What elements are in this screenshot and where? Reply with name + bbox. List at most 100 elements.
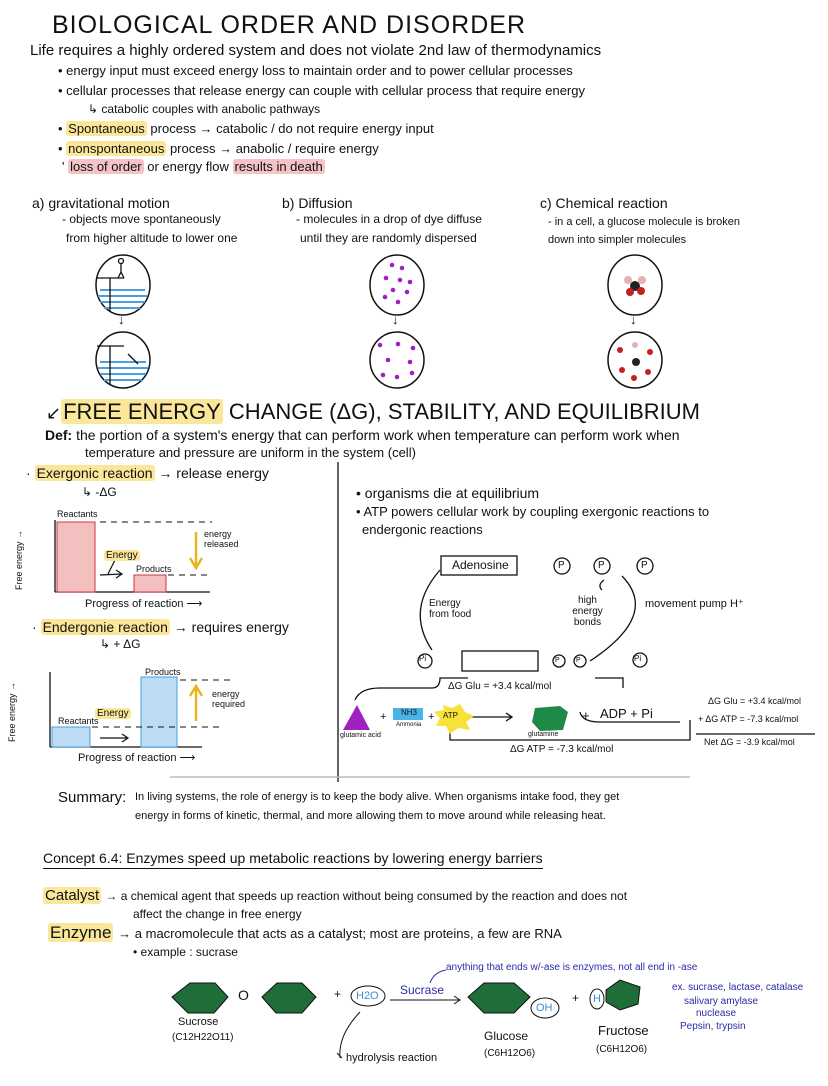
bullet-energy-input: • energy input must exceed energy loss t… [58,63,573,78]
loss-mid: or energy flow [147,159,229,174]
enzyme-example-1: ex. sucrase, lactase, catalase [672,982,804,993]
endergonic-sub: ↳ + ΔG [100,637,141,651]
water-lines [98,289,148,381]
adenosine-label: Adenosine [452,558,509,572]
glutamic-acid-label: glutamic acid [340,732,381,739]
plus-1: + [380,711,387,723]
example-c-line1: - in a cell, a glucose molecule is broke… [548,216,740,228]
sub-bullet-catabolic: ↳ catabolic couples with anabolic pathwa… [88,102,321,116]
section2-title: ↙FREE ENERGY CHANGE (ΔG), STABILITY, AND… [46,399,700,424]
fructose-formula: (C6H12O6) [596,1044,648,1055]
glutamine-label: glutamine [528,731,559,738]
dye-dots [377,262,416,380]
spontaneous-desc: process → catabolic / do not require ene… [150,121,434,136]
hydrolysis-label: hydrolysis reaction [346,1052,438,1064]
energy-from-food-label: Energy from food [429,598,472,620]
term-endergonic: Endergonie reaction [40,619,170,635]
phosphate-1: P [558,560,565,571]
arrow-down-icon: ↓ [118,312,125,327]
phosphate-2: P [598,560,605,571]
glucose-label: Glucose [484,1029,529,1043]
enzyme-example-4: Pepsin, trypsin [680,1021,746,1032]
ammonia-shape [393,708,423,720]
exergonic-sub: ↳ -ΔG [82,485,117,499]
endergonic-chart [49,672,230,748]
exergonic-line: · Exergonic reaction → release energy [26,465,269,481]
fructose-label: Fructose [598,1023,649,1038]
enzyme-line: Enzyme → a macromolecule that acts as a … [48,923,562,943]
illustration-dye-before [369,254,425,316]
endergonic-line: · Endergonie reaction → requires energy [32,619,289,635]
example-a-heading: a) gravitational motion [32,195,170,211]
title-rest: CHANGE (ΔG), STABILITY, AND EQUILIBRIUM [228,399,700,424]
exergonic-products-label: Products [136,564,172,574]
nonspontaneous-desc: process → anabolic / require energy [169,141,379,156]
illustration-diver-after [95,331,151,389]
catalyst-line: Catalyst → a chemical agent that speeds … [43,887,628,905]
def-label: Def: [45,427,73,443]
glucose-formula: (C6H12O6) [484,1048,536,1059]
atp-cycle [354,555,815,741]
enzyme-example-2: salivary amylase [684,996,758,1007]
term-enzyme: Enzyme [48,923,114,942]
term-loss-of-order: loss of order [68,159,144,174]
enzyme-example-3: nuclease [696,1008,737,1019]
illustration-dye-after [369,331,425,389]
glutamine-shape [532,706,568,731]
h2o-label: H2O [356,990,379,1002]
bullet-endergonic: endergonic reactions [362,522,483,537]
exergonic-reactants-label: Reactants [57,509,98,519]
term-results-in-death: results in death [232,159,325,174]
exergonic-xlabel: Progress of reaction ⟶ [85,598,203,610]
nh3-label: NH3 [401,708,418,717]
movement-pump-label: movement pump H⁺ [645,598,744,610]
enzyme-def: → a macromolecule that acts as a catalys… [118,926,562,941]
exergonic-energy-label: Energy [104,550,140,561]
endergonic-desc: → requires energy [173,619,289,635]
def-line1: the portion of a system's energy that ca… [76,427,680,443]
example-a-line1: - objects move spontaneously [62,212,221,226]
reactants-bar [51,726,91,748]
summary-line2: energy in forms of kinetic, thermal, and… [135,810,606,822]
illustration-diver-before [95,254,151,316]
oxygen-label: O [238,987,249,1003]
example-c-heading: c) Chemical reaction [540,195,668,211]
glucose-molecules [617,276,653,381]
example-a-line2: from higher altitude to lower one [66,231,238,245]
summary-line1: In living systems, the role of energy is… [135,791,620,803]
endergonic-energy-label: Energy [95,708,131,719]
dg-glu-label: ΔG Glu = +3.4 kcal/mol [448,681,552,692]
term-catalyst: Catalyst [43,887,102,904]
reactants-bar [56,521,96,593]
sucrose-reaction [171,969,641,1059]
endergonic-ylabel: Free energy → [7,681,17,742]
sum-atp: + ΔG ATP = -7.3 kcal/mol [698,714,799,724]
glutamic-acid-shape [343,705,370,730]
atp-burst-shape [434,704,474,734]
sucrose-label: Sucrose [178,1016,219,1028]
catalyst-line2: affect the change in free energy [133,907,302,921]
adp-phosphate-1: P [555,657,560,664]
dg-atp-label: ΔG ATP = -7.3 kcal/mol [510,744,614,755]
bullet-loss-of-order: ' loss of order or energy flow results i… [62,159,325,174]
def-line2: temperature and pressure are uniform in … [85,445,416,460]
example-sucrase: • example : sucrase [133,945,238,959]
arrow-down-icon: ↓ [392,312,399,327]
example-c-line2: down into simpler molecules [548,234,687,246]
oh-label: OH [536,1002,553,1014]
catalyst-def: → a chemical agent that speeds up reacti… [105,889,628,903]
term-exergonic: Exergonic reaction [34,465,155,481]
diving-board [97,257,139,385]
products-bar [140,676,178,748]
bullet-spontaneous: • Spontaneous process → catabolic / do n… [58,121,434,136]
curved-arrow-icon: ↙ [46,403,62,423]
ase-note: anything that ends w/-ase is enzymes, no… [446,962,698,973]
illustration-glucose-after [607,331,663,389]
high-energy-bonds-label: high energy bonds [572,595,603,628]
pi-right: Pi [634,654,642,663]
pi-left: Pi [419,654,427,663]
concept-heading: Concept 6.4: Enzymes speed up metabolic … [43,850,543,870]
term-spontaneous: Spontaneous [66,121,147,136]
plus-products: + [572,991,580,1005]
endergonic-products-label: Products [145,667,181,677]
